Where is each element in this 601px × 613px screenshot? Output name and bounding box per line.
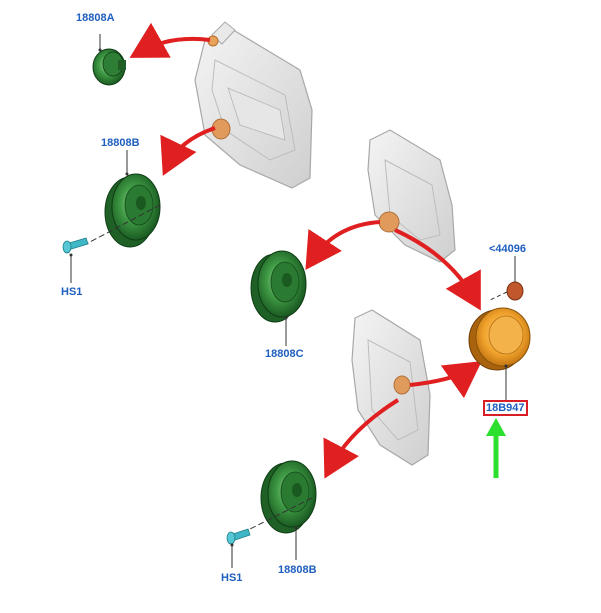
label-hs1-rear[interactable]: HS1 (221, 572, 243, 584)
arrow-to-18808A (129, 22, 211, 58)
speaker-18808B-front[interactable] (87, 150, 161, 248)
label-18808B-front[interactable]: 18808B (101, 137, 140, 149)
label-18808C[interactable]: 18808C (265, 348, 304, 360)
arrow-to-cover (394, 228, 481, 311)
label-18808A[interactable]: 18808A (76, 12, 115, 24)
speaker-18808A[interactable] (92, 34, 126, 86)
label-18B947[interactable]: 18B947 (483, 400, 528, 416)
arrow-to-18808C (305, 220, 381, 271)
door-panel-mid (367, 129, 456, 263)
screw-hs1-rear[interactable] (226, 528, 251, 568)
screw-hs1-front[interactable] (62, 237, 89, 283)
label-18808B-rear[interactable]: 18808B (278, 564, 317, 576)
green-pointer-arrow (486, 418, 506, 478)
speaker-18808B-rear[interactable] (243, 460, 317, 560)
red-arrows (129, 22, 482, 479)
arrow-to-18808B (160, 126, 216, 176)
pad-44096[interactable] (489, 256, 524, 301)
speaker-18808C[interactable] (250, 250, 307, 346)
arrow-to-18808B-rear (323, 398, 400, 479)
door-panel-lower (351, 309, 431, 466)
cover-18B947[interactable] (468, 307, 531, 400)
arrow-from-cover (409, 361, 482, 399)
door-panel-front (194, 21, 313, 189)
label-hs1-front[interactable]: HS1 (61, 286, 83, 298)
label-44096[interactable]: <44096 (489, 243, 527, 255)
